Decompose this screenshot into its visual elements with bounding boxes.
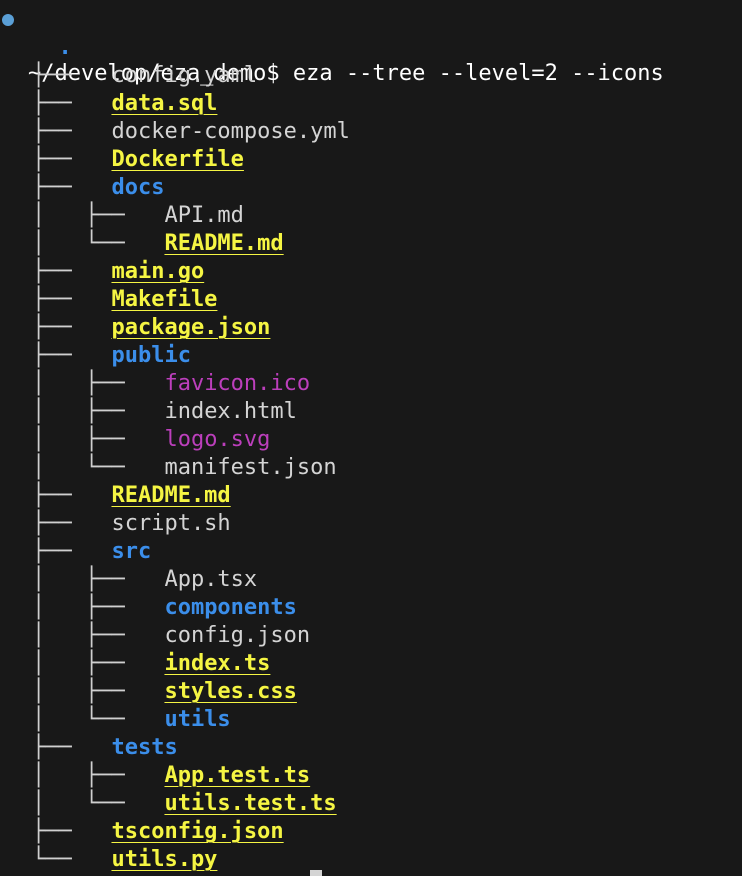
tree-file: │ ├── styles.css (32, 678, 297, 706)
tree-entry-name: README.md (164, 231, 284, 256)
tree-entry-name: public (111, 343, 191, 368)
tree-entry-name: index.ts (164, 651, 271, 676)
tree-entry-name: script.sh (111, 511, 231, 536)
tree-file: ├── package.json (32, 314, 270, 342)
tree-branch: │ └── (32, 707, 138, 732)
tree-entry-name: App.test.ts (164, 763, 311, 788)
tree-entry-name: index.html (164, 399, 297, 424)
tree-branch: │ └── (32, 231, 138, 256)
tree-branch: ├── (32, 539, 85, 564)
tree-entry-name: App.tsx (164, 567, 258, 592)
tree-file: ├── main.go (32, 258, 204, 286)
tree-branch: │ ├── (32, 679, 138, 704)
tree-entry-name: components (164, 595, 297, 620)
tree-file: ├── script.sh (32, 510, 231, 538)
tree-branch: │ ├── (32, 567, 138, 592)
tree-file: ├── docker-compose.yml (32, 118, 350, 146)
tree-branch: ├── (32, 147, 85, 172)
tree-branch: ├── (32, 315, 85, 340)
tree-file: │ ├── favicon.ico (32, 370, 310, 398)
tree-entry-name: logo.svg (164, 427, 271, 452)
tree-entry-name: utils.test.ts (164, 791, 337, 816)
tree-branch: ├── (32, 287, 85, 312)
terminal-cursor (310, 870, 322, 876)
tree-branch: │ ├── (32, 371, 138, 396)
tree-entry-name: . (58, 35, 72, 60)
tree-file: ├── config.yaml (32, 62, 257, 90)
prompt-line: ~/develop/eza_demo$ eza --tree --level=2… (0, 4, 742, 86)
tree-branch: ├── (32, 259, 85, 284)
tree-branch: ├── (32, 119, 85, 144)
tree-branch: ├── (32, 63, 85, 88)
tree-file: │ ├── App.test.ts (32, 762, 310, 790)
tree-branch: │ ├── (32, 399, 138, 424)
tree-entry-name: config.json (164, 623, 311, 648)
tree-file: ├── data.sql (32, 90, 217, 118)
tree-file: │ ├── API.md (32, 202, 244, 230)
tree-entry-name: main.go (111, 259, 205, 284)
tree-file: │ └── README.md (32, 230, 284, 258)
tree-entry-name: config.yaml (111, 63, 258, 88)
tree-file: ├── Makefile (32, 286, 217, 314)
prompt-text: ~/develop/eza_demo$ eza --tree --level=2… (28, 60, 664, 88)
tree-entry-name: manifest.json (164, 455, 337, 480)
tree-branch: │ ├── (32, 651, 138, 676)
tree-entry-name: tsconfig.json (111, 819, 284, 844)
tree-entry-name: favicon.ico (164, 371, 311, 396)
tree-branch: │ ├── (32, 595, 138, 620)
tree-file: ├── README.md (32, 482, 231, 510)
tree-entry-name: src (111, 539, 152, 564)
tree-file: │ ├── App.tsx (32, 566, 257, 594)
prompt-path: ~/develop/eza_demo$ (28, 61, 280, 86)
tree-file: │ ├── index.ts (32, 650, 270, 678)
tree-branch: ├── (32, 91, 85, 116)
tree-directory: │ ├── components (32, 594, 297, 622)
tree-branch: ├── (32, 483, 85, 508)
tree-directory: ├── public (32, 342, 191, 370)
tree-file: │ ├── config.json (32, 622, 310, 650)
prompt-status-dot (2, 14, 14, 26)
prompt-command: eza --tree --level=2 --icons (292, 61, 664, 86)
tree-branch: ├── (32, 511, 85, 536)
tree-directory: ├── tests (32, 734, 178, 762)
tree-branch: │ ├── (32, 203, 138, 228)
tree-directory: ├── src (32, 538, 151, 566)
tree-file: └── utils.py (32, 846, 217, 874)
tree-entry-name: Makefile (111, 287, 218, 312)
tree-branch: │ ├── (32, 623, 138, 648)
tree-branch: │ ├── (32, 427, 138, 452)
tree-entry-name: API.md (164, 203, 244, 228)
tree-file: │ └── manifest.json (32, 454, 337, 482)
tree-file: │ ├── logo.svg (32, 426, 270, 454)
tree-file: │ └── utils.test.ts (32, 790, 337, 818)
tree-file: │ ├── index.html (32, 398, 297, 426)
tree-entry-name: README.md (111, 483, 231, 508)
tree-branch: │ ├── (32, 763, 138, 788)
tree-branch: ├── (32, 819, 85, 844)
tree-entry-name: package.json (111, 315, 271, 340)
tree-entry-name: styles.css (164, 679, 297, 704)
tree-branch: │ └── (32, 791, 138, 816)
tree-branch: ├── (32, 735, 85, 760)
tree-entry-name: tests (111, 735, 178, 760)
tree-file: ├── tsconfig.json (32, 818, 284, 846)
tree-entry-name: data.sql (111, 91, 218, 116)
tree-branch: ├── (32, 175, 85, 200)
tree-entry-name: docs (111, 175, 165, 200)
tree-entry-name: Dockerfile (111, 147, 244, 172)
tree-file: ├── Dockerfile (32, 146, 244, 174)
tree-branch: └── (32, 847, 85, 872)
tree-entry-name: utils.py (111, 847, 218, 872)
tree-branch: ├── (32, 343, 85, 368)
tree-directory: ├── docs (32, 174, 164, 202)
tree-branch: │ └── (32, 455, 138, 480)
tree-directory: │ └── utils (32, 706, 231, 734)
tree-entry-name: utils (164, 707, 231, 732)
tree-directory: . (32, 34, 72, 62)
tree-entry-name: docker-compose.yml (111, 119, 350, 144)
